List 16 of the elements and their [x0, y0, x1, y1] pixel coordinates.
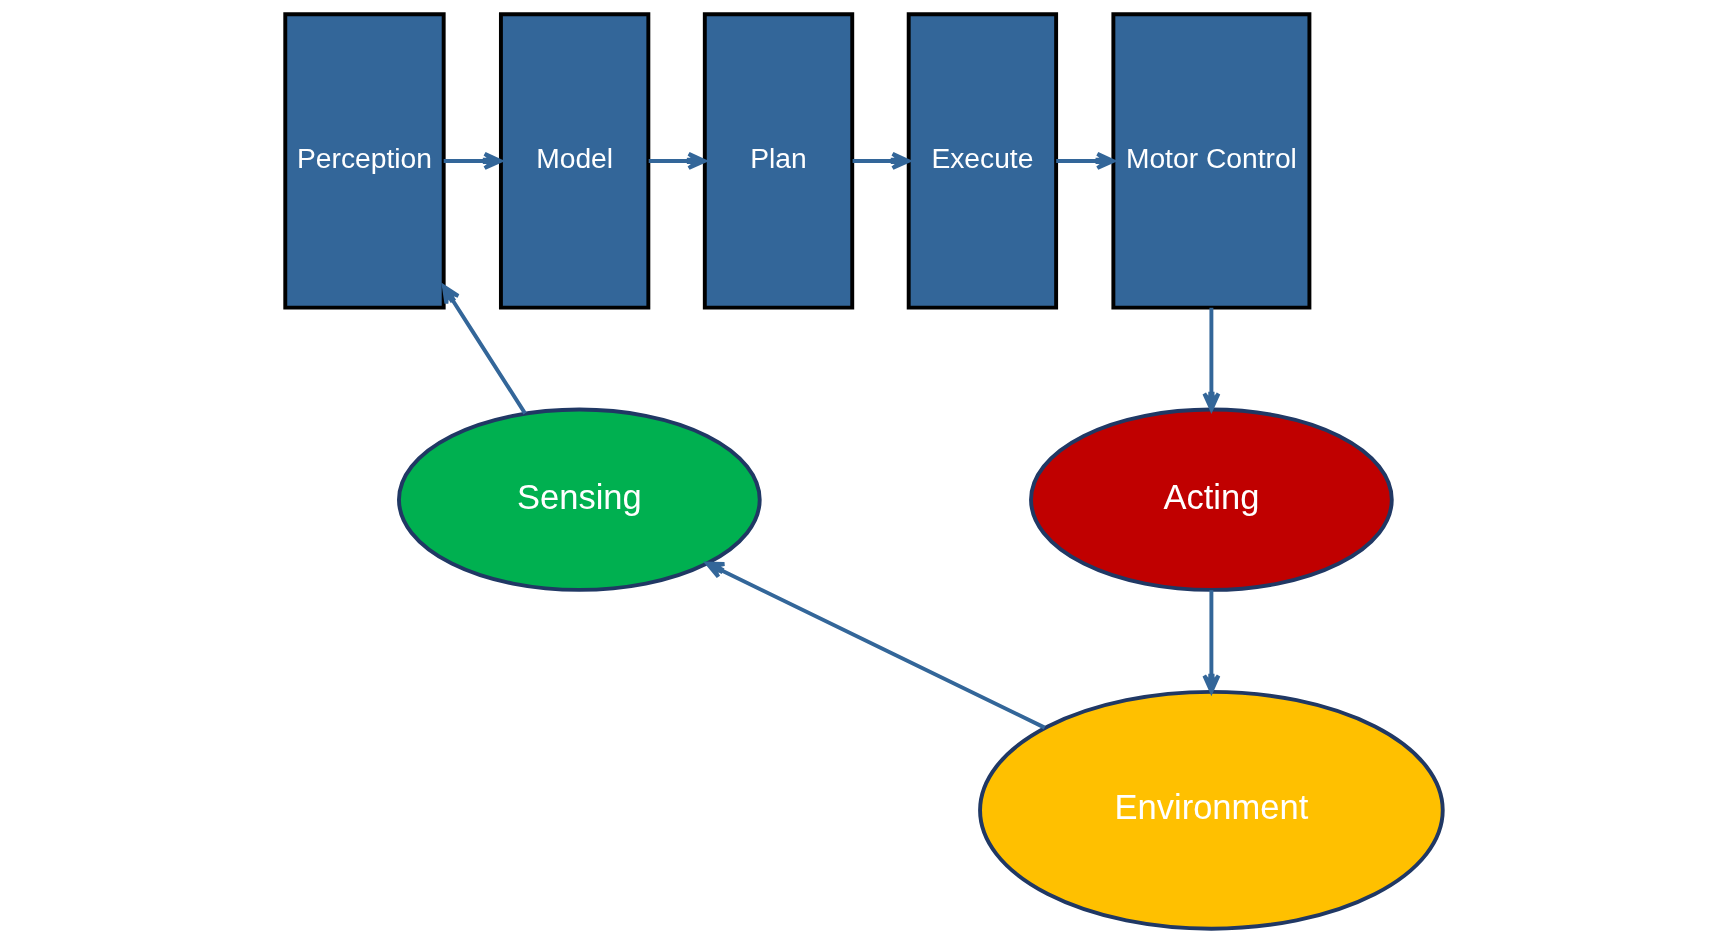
node-ellipse: Environment [977, 689, 1445, 931]
node-box: Motor Control [1110, 12, 1311, 310]
arrow [441, 284, 527, 415]
arrow [648, 151, 706, 170]
arrow [1201, 307, 1220, 412]
arrow [1201, 590, 1220, 694]
arrow [443, 151, 502, 170]
arrow [1055, 151, 1115, 170]
node-box: Model [498, 12, 650, 310]
node-ellipse: Sensing [396, 407, 762, 592]
node-box: Execute [906, 12, 1058, 310]
node-box: Perception [282, 12, 446, 310]
node-box: Plan [702, 12, 854, 310]
node-ellipse: Acting [1028, 407, 1394, 592]
arrow [852, 151, 910, 170]
arrow [704, 561, 1045, 730]
